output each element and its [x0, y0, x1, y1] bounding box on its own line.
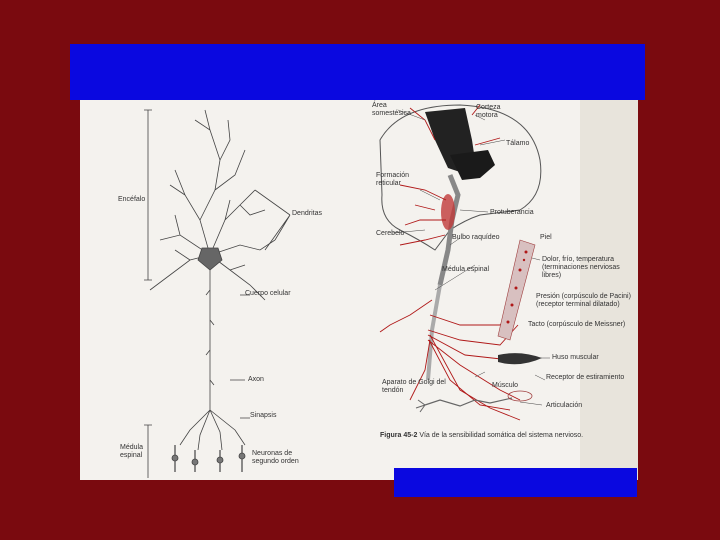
label-protuberancia: Protuberancia — [490, 209, 534, 217]
label-bulbo-raquideo: Bulbo raquídeo — [452, 234, 499, 242]
label-sinapsis: Sinapsis — [250, 412, 276, 420]
label-dendritas: Dendritas — [292, 210, 322, 218]
label-tacto: Tacto (corpúsculo de Meissner) — [528, 321, 628, 329]
bottom-bar — [394, 468, 637, 497]
label-cuerpo-celular: Cuerpo celular — [245, 290, 291, 298]
label-receptor-estiramiento: Receptor de estiramiento — [546, 374, 624, 382]
caption-text: Vía de la sensibilidad somática del sist… — [419, 432, 583, 439]
label-piel: Piel — [540, 234, 552, 242]
label-articulacion: Articulación — [546, 402, 582, 410]
label-corteza-motora: Corteza motora — [476, 104, 512, 120]
label-neuronas-segundo-orden: Neuronas de segundo orden — [252, 450, 314, 466]
label-formacion-reticular: Formación reticular — [376, 172, 424, 188]
label-aparato-golgi: Aparato de Golgi del tendón — [382, 379, 456, 395]
figure-caption: Figura 45-2 Vía de la sensibilidad somát… — [380, 432, 620, 440]
label-presion: Presión (corpúsculo de Pacini) (receptor… — [536, 293, 632, 309]
label-dolor: Dolor, frío, temperatura (terminaciones … — [542, 256, 632, 280]
title-bar — [70, 44, 645, 100]
figure-illustration — [80, 100, 638, 480]
label-encefalo: Encéfalo — [118, 196, 145, 204]
label-cerebelo: Cerebelo — [376, 230, 404, 238]
label-medula-espinal-right: Médula espinal — [442, 266, 489, 274]
label-medula-espinal-left: Médula espinal — [120, 444, 154, 460]
label-huso-muscular: Huso muscular — [552, 354, 599, 362]
textbook-figure-scan: Encéfalo Dendritas Cuerpo celular Axon S… — [80, 100, 638, 480]
label-talamo: Tálamo — [506, 140, 529, 148]
caption-number: Figura 45-2 — [380, 432, 417, 439]
label-area-somestesica: Área somestésica — [372, 102, 412, 118]
label-musculo: Músculo — [492, 382, 518, 390]
label-axon: Axon — [248, 376, 264, 384]
